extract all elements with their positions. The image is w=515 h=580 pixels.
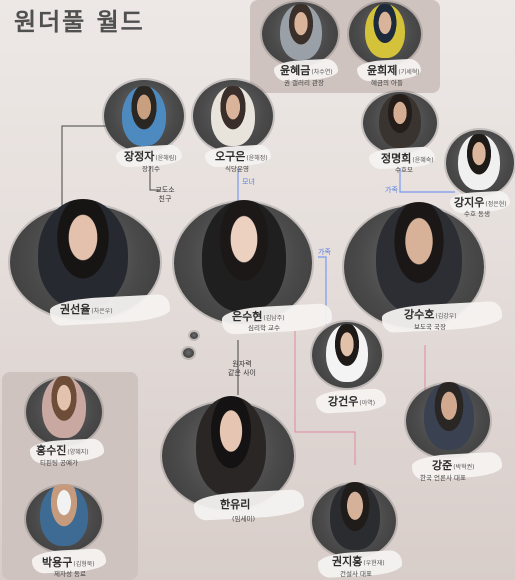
character-node-gangjun[interactable]: 강준(박혁권) 한국 언론사 대표 <box>402 378 512 488</box>
character-description: 심리학 교수 <box>248 324 280 332</box>
character-node-jeongja[interactable]: 장정자(윤해림) 장기수 <box>104 80 189 175</box>
character-description: 건설사 대표 <box>340 570 372 578</box>
character-node-okgeum[interactable]: 오구은(윤해정) 식당운영 <box>193 80 278 175</box>
character-node-yuri[interactable]: 한유리 (임세미) <box>160 392 310 527</box>
character-name: 오구은(윤해정) <box>215 150 268 163</box>
page-title: 원더풀 월드 <box>14 7 145 36</box>
character-name: 강지우(정은현) <box>454 196 507 209</box>
portrait-image <box>38 199 128 309</box>
character-node-sujin[interactable]: 홍수진(양혜지) 티핀팅 공예가 <box>24 372 114 472</box>
character-name: 은수현(김남주) <box>232 310 285 323</box>
character-node-seonyul[interactable]: 권선율(차은우) <box>10 195 171 335</box>
character-node-suho[interactable]: 강수호(김강우) 보도국 국장 <box>342 200 512 348</box>
character-description: 제자성 동료 <box>54 570 86 578</box>
character-description: 수호 동생 <box>464 210 490 218</box>
character-name: 윤희제(기세혁) <box>367 64 420 77</box>
character-node-jihong[interactable]: 권지홍(우현재) 건설사 대표 <box>310 480 410 580</box>
line-suhyeon-suho <box>318 256 327 325</box>
character-name: 정명희(윤혜숙) <box>381 152 434 165</box>
portrait-image <box>424 382 474 450</box>
relation-label-mother-daughter: 모녀 <box>242 178 255 186</box>
portrait-image <box>376 202 462 314</box>
character-node-jangdaewoo[interactable]: 강지우(정은현) 수호 동생 <box>446 130 515 222</box>
line-myeonghui-jangdaewoo <box>399 165 455 193</box>
character-node-myeonghui[interactable]: 정명희(윤혜숙) 수호모 <box>363 92 448 180</box>
portrait-image <box>458 134 500 190</box>
character-node-yonggu[interactable]: 박용구(김형묵) 제자성 동료 <box>24 482 114 580</box>
character-name: 윤혜금(차수연) <box>280 64 333 77</box>
character-node-suhyeon[interactable]: 은수현(김남주) 심리학 교수 <box>172 196 333 344</box>
character-description: 장기수 <box>142 165 160 173</box>
character-name: 박용구(김형묵) <box>42 556 95 569</box>
character-description: 권 갤러리 관장 <box>284 79 325 87</box>
character-name: 권지홍(우현재) <box>332 555 385 568</box>
character-description: 티핀팅 공예가 <box>40 459 78 467</box>
character-name: 장정자(윤해림) <box>124 150 177 163</box>
character-description: 한국 언론사 대표 <box>420 474 466 482</box>
portrait-image <box>330 482 380 550</box>
portrait-image <box>202 200 286 312</box>
portrait-image <box>280 4 322 60</box>
character-role: (임세미) <box>232 515 256 523</box>
portrait-image <box>379 94 421 148</box>
portrait-image <box>196 396 266 496</box>
portrait-image <box>365 4 405 58</box>
ink-stone-decoration <box>183 348 194 358</box>
ink-stone-decoration <box>190 332 198 339</box>
character-name: 강건우(아역) <box>328 395 376 408</box>
character-description: 식당운영 <box>225 165 249 173</box>
character-name: 강수호(김강우) <box>404 308 457 321</box>
line-jeongja-seonyul <box>61 125 110 210</box>
character-node-geonu[interactable]: 강건우(아역) <box>310 322 390 417</box>
character-name: 권선율(차은우) <box>60 303 113 316</box>
relation-label-family1: 가족 <box>385 186 398 194</box>
character-description: 보도국 국장 <box>414 323 446 331</box>
portrait-image <box>211 86 255 146</box>
portrait-image <box>40 484 88 546</box>
relation-label-family2: 가족 <box>318 248 331 256</box>
character-description: 수호모 <box>395 166 413 174</box>
character-description: 혜금의 아들 <box>371 79 403 87</box>
character-node-huije[interactable]: 윤희제(기세혁) 혜금의 아들 <box>347 2 429 92</box>
character-name: 홍수진(양혜지) <box>36 444 89 457</box>
character-node-hyegeum[interactable]: 윤혜금(차수연) 권 갤러리 관장 <box>262 2 340 92</box>
portrait-image <box>326 324 368 382</box>
portrait-image <box>122 86 166 146</box>
portrait-image <box>42 376 86 438</box>
character-name: 강준(박혁권) <box>432 459 475 472</box>
line-geonu-jihong <box>294 330 356 465</box>
character-name: 한유리 <box>220 498 251 511</box>
